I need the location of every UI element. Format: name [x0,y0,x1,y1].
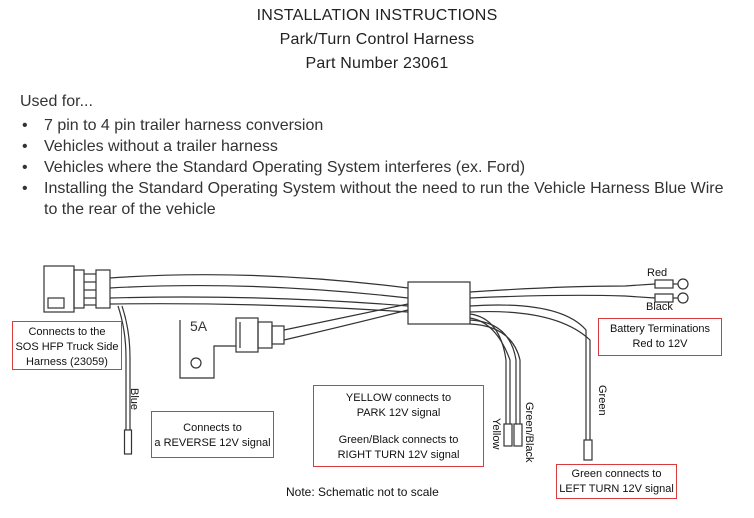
callout-line: SOS HFP Truck Side [15,341,119,353]
callout-line: a REVERSE 12V signal [154,437,271,449]
harness-connector-latch [47,297,65,309]
callout-reverse: Connects to a REVERSE 12V signal [151,411,274,458]
black-ring-terminal [677,292,689,304]
schematic-note: Note: Schematic not to scale [286,485,439,499]
wire-label-red: Red [647,267,668,279]
callout-line: Green/Black connects to [338,434,459,446]
callout-spacer [314,421,483,433]
callout-line: PARK 12V signal [356,407,441,419]
used-for-heading: Used for... [20,93,93,110]
list-item: 7 pin to 4 pin trailer harness conversio… [20,115,740,136]
green-wire [469,304,587,440]
callout-sos-harness: Connects to the SOS HFP Truck Side Harne… [12,321,122,370]
callout-line: Connects to the [28,326,106,338]
main-cable-top [109,274,409,289]
harness-connector-face [73,269,85,309]
fuse-holder-bracket [179,320,236,379]
junction-box [407,281,471,325]
callout-line: Harness (23059) [26,356,108,368]
callout-line: Connects to [183,422,242,434]
red-ring-terminal [677,278,689,290]
callout-line: RIGHT TURN 12V signal [337,449,460,461]
callout-line: Green connects to [571,468,662,480]
wire-label-black: Black [646,301,673,313]
callout-park-turn: YELLOW connects to PARK 12V signal Green… [313,385,484,467]
blue-wire [117,305,127,430]
wire-label-green: Green [596,385,608,416]
callout-left-turn: Green connects to LEFT TURN 12V signal [556,464,677,499]
callout-line: YELLOW connects to [345,392,452,404]
title-part-number: Part Number 23061 [305,55,449,72]
title-line-1: INSTALLATION INSTRUCTIONS [256,7,498,24]
callout-line: Red to 12V [632,338,688,350]
used-for-list: 7 pin to 4 pin trailer harness conversio… [20,115,740,220]
title-line-2: Park/Turn Control Harness [279,31,475,48]
callout-battery: Battery Terminations Red to 12V [598,318,722,356]
wire-label-yellow: Yellow [490,418,502,450]
list-item: Vehicles without a trailer harness [20,136,740,157]
list-item: Vehicles where the Standard Operating Sy… [20,157,740,178]
fuse-holder [235,317,259,353]
fuse-holder-hole [190,357,202,369]
fuse-rating-label: 5A [190,318,208,334]
callout-line: Battery Terminations [609,323,711,335]
green-black-wire [469,319,517,424]
wire-label-green-black: Green/Black [523,402,535,463]
callout-line: LEFT TURN 12V signal [559,483,674,495]
list-item: Installing the Standard Operating System… [20,178,740,220]
wire-label-blue: Blue [128,388,140,411]
